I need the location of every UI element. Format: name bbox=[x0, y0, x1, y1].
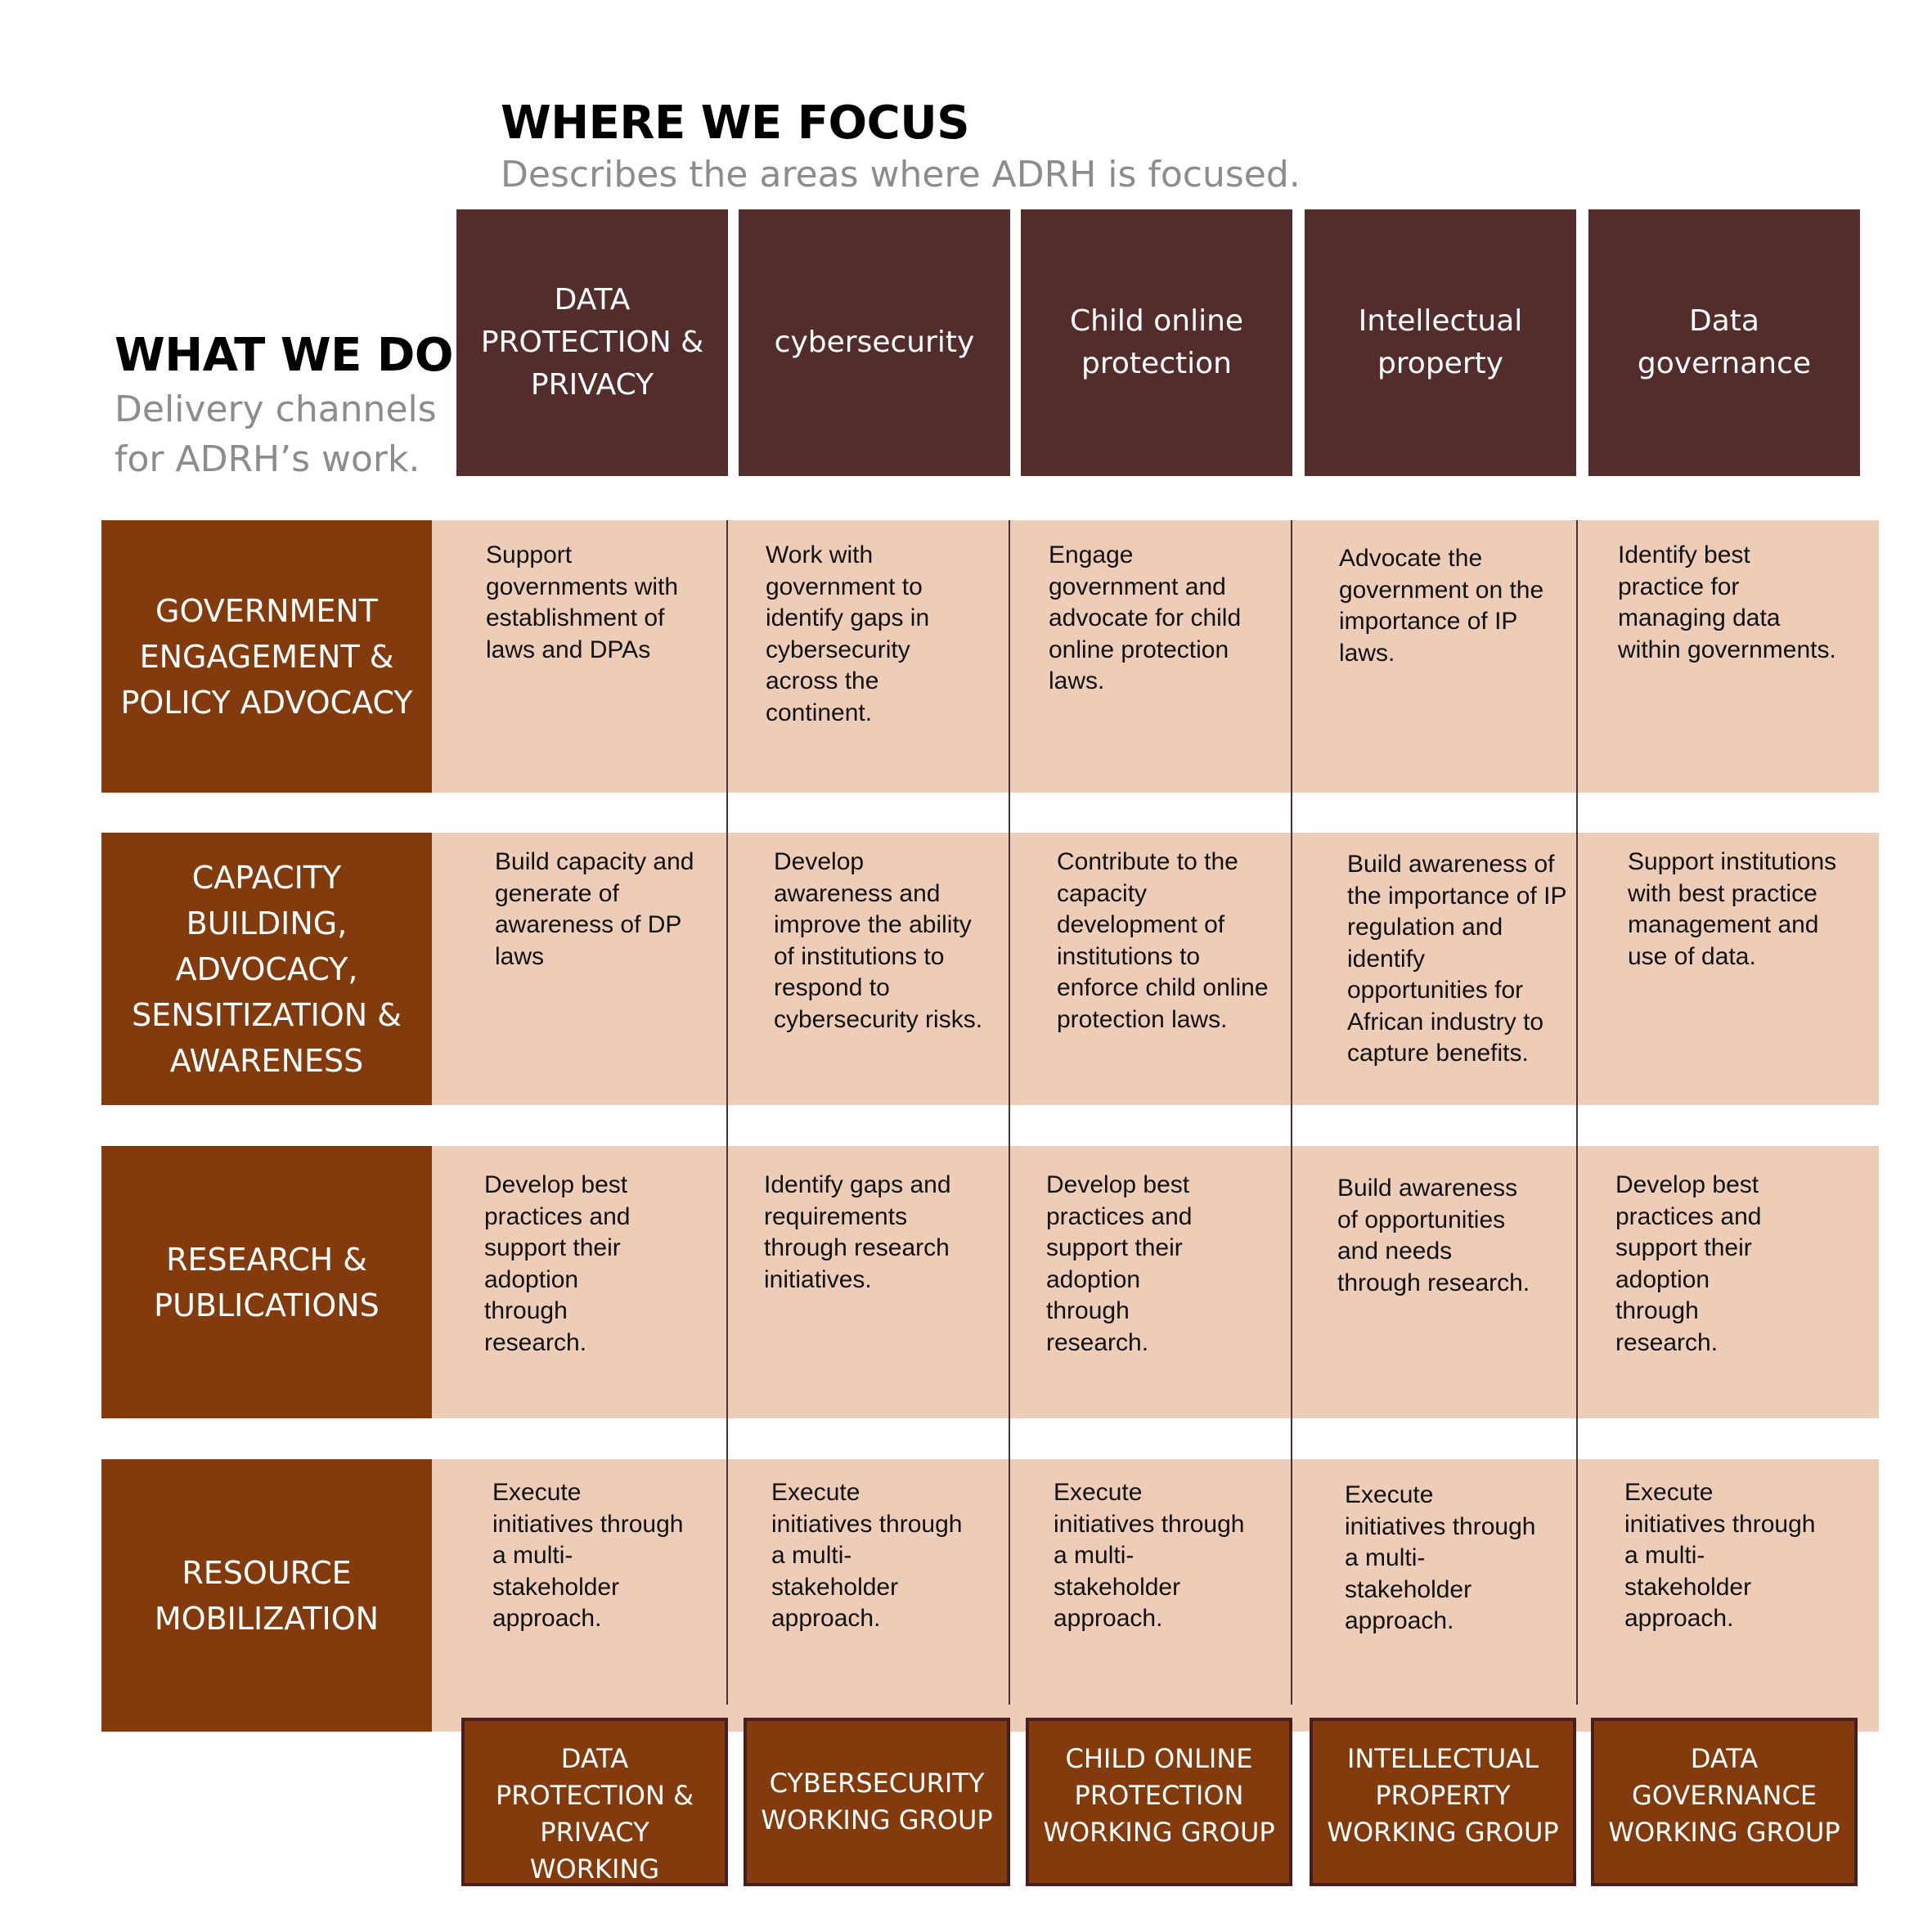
row-label-resource-mobilization: RESOURCE MOBILIZATION bbox=[101, 1459, 432, 1732]
focus-area-intellectual-property: Intellectual property bbox=[1305, 209, 1576, 476]
working-group-intellectual-property: INTELLECTUAL PROPERTY WORKING GROUP bbox=[1310, 1718, 1576, 1886]
where-we-focus-subtitle: Describes the areas where ADRH is focuse… bbox=[501, 154, 1301, 195]
cell-resource-data-protection: Execute initiatives through a multi-stak… bbox=[492, 1479, 684, 1632]
where-we-focus-title: WHERE WE FOCUS bbox=[501, 97, 970, 150]
cell-capacity-ip: Build awareness of the importance of IP … bbox=[1347, 851, 1566, 1067]
row-label-government-engagement: GOVERNMENT ENGAGEMENT & POLICY ADVOCACY bbox=[101, 520, 432, 793]
cell-capacity-data-governance: Support institutions with best practice … bbox=[1628, 848, 1837, 970]
cell-government-data-governance: Identify best practice for managing data… bbox=[1618, 541, 1836, 663]
cell-resource-cybersecurity: Execute initiatives through a multi-stak… bbox=[771, 1479, 963, 1632]
row-label-research-publications: RESEARCH & PUBLICATIONS bbox=[101, 1146, 432, 1418]
cell-capacity-cybersecurity: Develop awareness and improve the abilit… bbox=[774, 848, 983, 1033]
cell-research-ip: Build awareness of opportunities and nee… bbox=[1337, 1175, 1530, 1296]
focus-area-cybersecurity: cybersecurity bbox=[739, 209, 1010, 476]
cell-government-cybersecurity: Work with government to identify gaps in… bbox=[766, 541, 930, 726]
cell-capacity-child-online: Contribute to the capacity development o… bbox=[1057, 848, 1269, 1033]
focus-area-data-protection: DATA PROTECTION & PRIVACY bbox=[456, 209, 728, 476]
cell-research-child-online: Develop best practices and support their… bbox=[1046, 1171, 1193, 1356]
cell-resource-child-online: Execute initiatives through a multi-stak… bbox=[1054, 1479, 1245, 1632]
what-we-do-title: WHAT WE DO bbox=[115, 329, 453, 382]
focus-area-data-governance: Data governance bbox=[1588, 209, 1860, 476]
row-label-capacity-building: CAPACITY BUILDING, ADVOCACY, SENSITIZATI… bbox=[101, 833, 432, 1105]
focus-area-child-online-protection: Child online protection bbox=[1021, 209, 1292, 476]
cell-resource-ip: Execute initiatives through a multi-stak… bbox=[1345, 1481, 1536, 1634]
cell-research-data-protection: Develop best practices and support their… bbox=[484, 1171, 631, 1356]
working-group-data-protection: DATA PROTECTION & PRIVACY WORKING bbox=[461, 1718, 728, 1886]
column-divider bbox=[726, 520, 728, 1705]
working-group-child-online-protection: CHILD ONLINE PROTECTION WORKING GROUP bbox=[1026, 1718, 1292, 1886]
working-group-data-governance: DATA GOVERNANCE WORKING GROUP bbox=[1591, 1718, 1858, 1886]
cell-research-data-governance: Develop best practices and support their… bbox=[1615, 1171, 1762, 1356]
column-divider bbox=[1009, 520, 1010, 1705]
cell-government-ip: Advocate the government on the importanc… bbox=[1339, 545, 1544, 667]
working-group-cybersecurity: CYBERSECURITY WORKING GROUP bbox=[744, 1718, 1010, 1886]
what-we-do-subtitle: Delivery channels for ADRH’s work. bbox=[115, 389, 437, 480]
cell-research-cybersecurity: Identify gaps and requirements through r… bbox=[764, 1171, 951, 1293]
column-divider bbox=[1576, 520, 1578, 1705]
cell-resource-data-governance: Execute initiatives through a multi-stak… bbox=[1624, 1479, 1816, 1632]
cell-capacity-data-protection: Build capacity and generate of awareness… bbox=[495, 848, 694, 970]
column-divider bbox=[1291, 520, 1292, 1705]
cell-government-child-online: Engage government and advocate for child… bbox=[1049, 541, 1242, 694]
cell-government-data-protection: Support governments with establishment o… bbox=[486, 541, 679, 663]
